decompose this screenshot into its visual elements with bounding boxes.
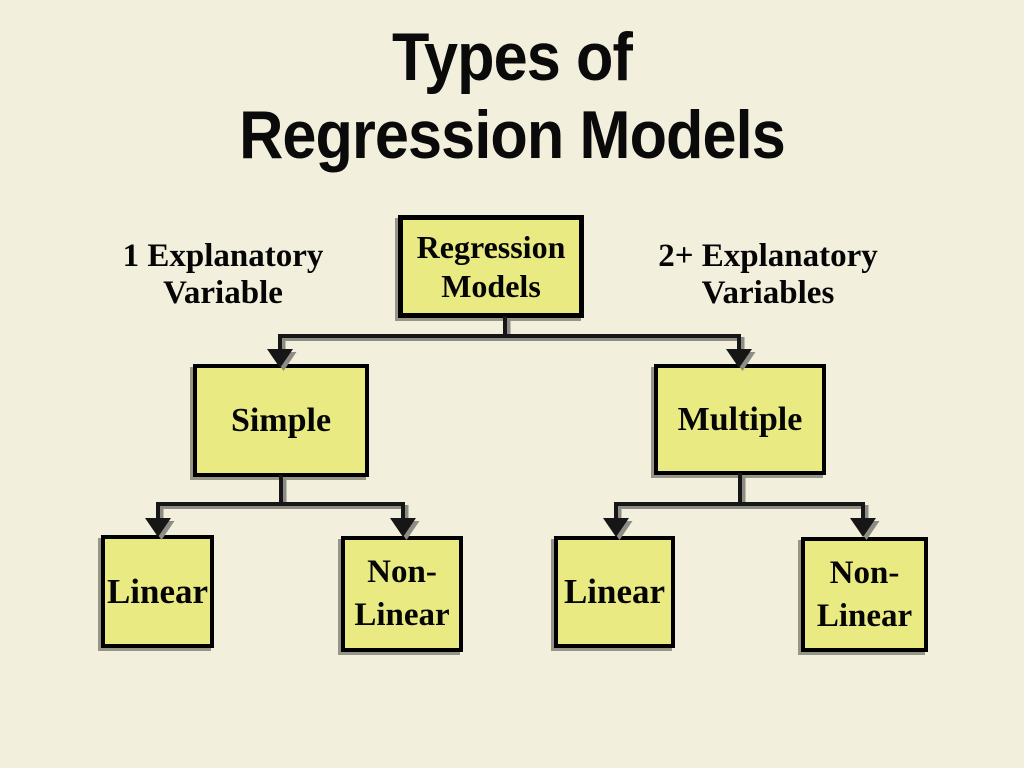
node-simple-nonlinear: Non- Linear bbox=[341, 536, 463, 652]
node-multiple-linear: Linear bbox=[554, 536, 675, 648]
arrowhead-to-multiple-linear bbox=[603, 518, 629, 537]
label-right-line2: Variables bbox=[701, 275, 835, 311]
arrowhead-to-multiple-nonlinear bbox=[850, 518, 876, 537]
label-left-line2: Variable bbox=[163, 275, 283, 311]
node-simple-linear: Linear bbox=[101, 535, 214, 648]
connector-root-to-children bbox=[267, 316, 752, 368]
connector-simple-to-children bbox=[145, 475, 416, 537]
label-two-plus-explanatory-variables: 2+ Explanatory Variables bbox=[628, 238, 908, 312]
node-multiple-linear-label: Linear bbox=[563, 572, 666, 611]
slide-title-line2: Regression Models bbox=[239, 97, 786, 173]
node-simple-label: Simple bbox=[230, 401, 332, 439]
node-multiple-nonlinear-line1: Non- bbox=[829, 554, 900, 591]
slide-title: Types of Regression Models bbox=[51, 18, 973, 174]
connector-multiple-to-children bbox=[603, 473, 876, 537]
node-multiple-label: Multiple bbox=[677, 400, 803, 438]
label-one-explanatory-variable: 1 Explanatory Variable bbox=[83, 238, 363, 312]
node-regression-models: Regression Models bbox=[398, 215, 584, 318]
node-simple: Simple bbox=[193, 364, 369, 477]
node-multiple-nonlinear: Non- Linear bbox=[801, 537, 928, 652]
node-simple-nonlinear-line2: Linear bbox=[354, 597, 450, 633]
node-multiple: Multiple bbox=[654, 364, 826, 475]
arrowhead-to-simple-nonlinear bbox=[390, 518, 416, 537]
label-right-line1: 2+ Explanatory bbox=[658, 238, 878, 274]
node-root-line1: Regression bbox=[416, 228, 566, 265]
node-simple-linear-label: Linear bbox=[106, 571, 209, 611]
label-left-line1: 1 Explanatory bbox=[122, 238, 324, 274]
slide-title-line1: Types of bbox=[392, 19, 633, 95]
node-multiple-nonlinear-line2: Linear bbox=[816, 597, 913, 634]
node-simple-nonlinear-line1: Non- bbox=[367, 554, 437, 590]
node-root-line2: Models bbox=[441, 267, 541, 304]
